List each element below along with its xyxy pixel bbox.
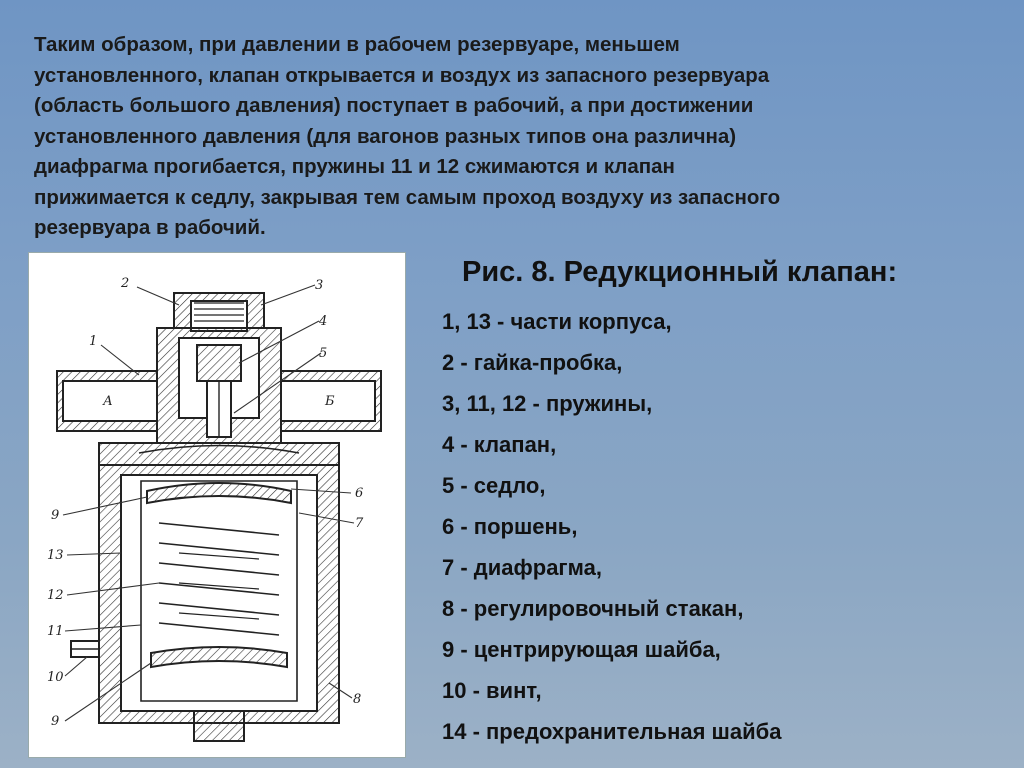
figure-caption: Рис. 8. Редукционный клапан: (462, 256, 898, 288)
callout-2: 2 (120, 276, 129, 291)
list-item: 9 - центрирующая шайба, (442, 637, 721, 662)
callout-10: 10 (47, 670, 64, 685)
list-item: 3, 11, 12 - пружины, (442, 391, 653, 416)
valve-cross-section: 2 3 4 5 1 6 7 8 9 13 12 11 10 9 А Б (47, 276, 382, 742)
callout-9-upper: 9 (51, 508, 59, 523)
callout-12: 12 (47, 588, 64, 603)
callout-7: 7 (355, 516, 364, 531)
port-label-a: А (102, 394, 113, 409)
list-item: 7 - диафрагма, (442, 555, 602, 580)
list-item: 1, 13 - части корпуса, (442, 309, 672, 334)
callout-1: 1 (89, 334, 97, 349)
list-item: 6 - поршень, (442, 514, 578, 539)
callout-5: 5 (319, 346, 327, 361)
callout-9-lower: 9 (51, 714, 59, 729)
valve-drawing: 2 3 4 5 1 6 7 8 9 13 12 11 10 9 А Б (28, 252, 406, 758)
list-item: 14 - предохранительная шайба (442, 719, 782, 744)
list-item: 8 - регулировочный стакан, (442, 596, 744, 621)
intro-paragraph: Таким образом, при давлении в рабочем ре… (34, 33, 781, 239)
callout-13: 13 (47, 548, 64, 563)
callout-11: 11 (47, 624, 64, 639)
callout-3: 3 (315, 278, 323, 293)
port-label-b: Б (324, 394, 335, 409)
legend-block: Рис. 8. Редукционный клапан: 1, 13 - час… (442, 256, 1012, 752)
list-item: 4 - клапан, (442, 432, 557, 457)
list-item: 10 - винт, (442, 678, 542, 703)
callout-6: 6 (355, 486, 363, 501)
list-item: 2 - гайка-пробка, (442, 350, 623, 375)
callout-8: 8 (353, 692, 361, 707)
parts-list: 1, 13 - части корпуса, 2 - гайка-пробка,… (442, 301, 1012, 752)
callout-4: 4 (318, 314, 327, 329)
list-item: 5 - седло, (442, 473, 546, 498)
